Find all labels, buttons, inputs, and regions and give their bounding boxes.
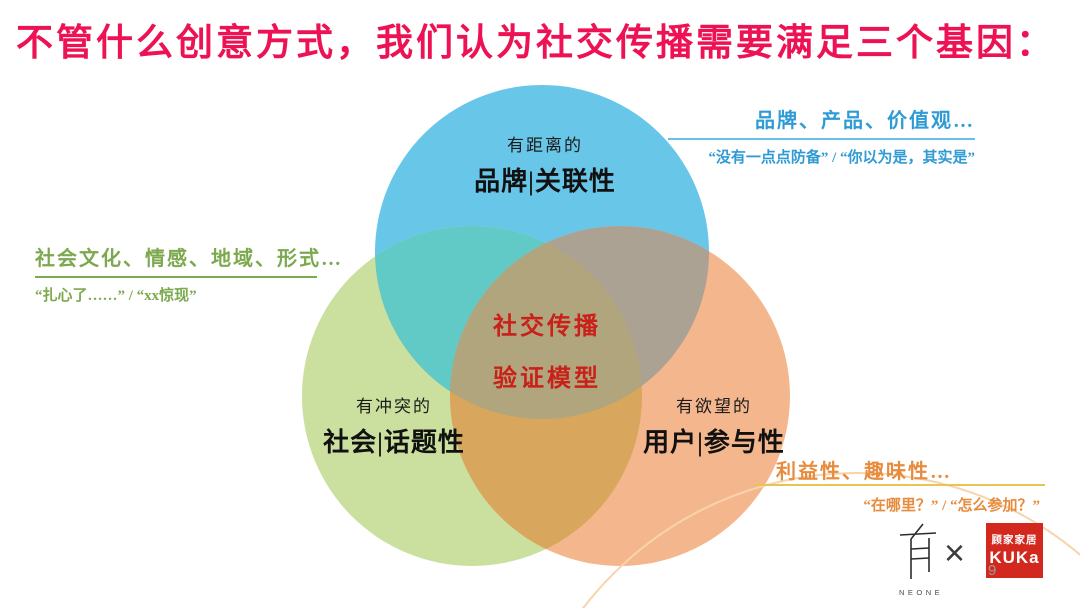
brand-annotation-rule	[668, 138, 975, 140]
user-annotation-rule	[755, 484, 1045, 486]
brand-annotation: 品牌、产品、价值观… “没有一点点防备” / “你以为是，其实是”	[668, 104, 975, 167]
brand-circle-label: 有距离的 品牌|关联性	[474, 131, 616, 198]
kuka-logo-chinese: 顾家家居	[991, 535, 1038, 546]
society-annotation: 社会文化、情感、地域、形式… “扎心了……” / “xx惊现”	[35, 242, 343, 305]
page-title: 不管什么创意方式，我们认为社交传播需要满足三个基因：	[16, 22, 1056, 63]
brand-qualifier: 有距离的	[506, 136, 583, 155]
neone-logo: NEONE	[896, 522, 940, 597]
brand-annotation-heading: 品牌、产品、价值观…	[755, 110, 975, 132]
user-annotation-quote: “在哪里？” / “怎么参加？”	[863, 498, 1040, 514]
user-label: 用户|参与性	[643, 428, 785, 457]
brand-label: 品牌|关联性	[474, 167, 616, 196]
society-label: 社会|话题性	[323, 428, 465, 457]
brand-annotation-quote: “没有一点点防备” / “你以为是，其实是”	[708, 150, 975, 166]
neone-logo-icon	[899, 523, 937, 579]
user-qualifier: 有欲望的	[675, 397, 752, 416]
decorative-arc	[582, 472, 1080, 608]
venn-center-label: 社交传播 验证模型	[493, 306, 601, 393]
user-annotation-heading: 利益性、趣味性…	[776, 461, 952, 483]
society-circle-label: 有冲突的 社会|话题性	[323, 392, 465, 459]
kuka-logo-wordmark: KUKa	[989, 548, 1040, 567]
society-qualifier: 有冲突的	[355, 397, 432, 416]
user-circle-label: 有欲望的 用户|参与性	[643, 392, 785, 459]
venn-overlap-all	[450, 226, 642, 419]
center-line-2: 验证模型	[493, 366, 601, 392]
user-annotation: 利益性、趣味性… “在哪里？” / “怎么参加？”	[755, 455, 1045, 515]
footer-logos: NEONE × 顾家家居 KUKa 9	[880, 520, 1060, 597]
center-line-1: 社交传播	[493, 314, 601, 340]
page-number: 9	[988, 562, 997, 579]
society-annotation-rule	[35, 276, 317, 278]
collab-x-icon: ×	[944, 532, 966, 573]
society-annotation-quote: “扎心了……” / “xx惊现”	[35, 287, 197, 304]
society-annotation-heading: 社会文化、情感、地域、形式…	[35, 248, 343, 270]
kuka-logo: 顾家家居 KUKa	[986, 523, 1043, 578]
neone-logo-text: NEONE	[899, 588, 944, 597]
